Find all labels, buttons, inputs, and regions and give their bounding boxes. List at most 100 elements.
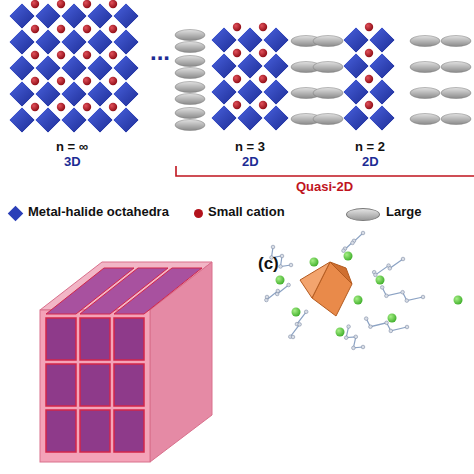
ellipsis: ... <box>150 38 170 66</box>
chain-atom <box>401 257 405 261</box>
chain-atom <box>405 299 409 303</box>
large-cation <box>441 114 471 125</box>
halide-ion <box>292 308 301 317</box>
ligand-chain <box>346 327 363 348</box>
octahedron <box>9 3 35 29</box>
halide-ion <box>354 296 363 305</box>
block-cell <box>114 364 144 406</box>
small-cation <box>233 49 241 57</box>
chain-atom <box>352 346 356 350</box>
small-cation <box>233 75 241 83</box>
halide-ion <box>376 276 385 285</box>
small-cation <box>109 103 117 111</box>
chain-atom <box>279 265 283 269</box>
octahedron <box>211 27 237 53</box>
chain-atom <box>298 323 302 327</box>
chain-atom <box>265 295 269 299</box>
n-value: n = ∞ <box>56 140 88 155</box>
panel-label: (c) <box>258 254 279 274</box>
large-cation <box>410 36 440 47</box>
large-cation <box>410 88 440 99</box>
chain-atom <box>388 267 392 271</box>
octahedron <box>343 105 369 131</box>
block-cell <box>46 410 76 452</box>
small-cation <box>109 51 117 59</box>
octahedron <box>369 79 395 105</box>
block-cell <box>46 318 76 360</box>
octahedron <box>113 29 139 55</box>
octahedron <box>35 81 61 107</box>
octahedron <box>211 53 237 79</box>
octahedron <box>113 3 139 29</box>
small-cation <box>259 49 267 57</box>
block-cell <box>80 318 110 360</box>
chain-atom <box>344 336 348 340</box>
small-cation <box>365 101 373 109</box>
octahedron <box>263 79 289 105</box>
ligand-chain <box>374 259 403 275</box>
small-cation <box>259 23 267 31</box>
small-cation <box>365 75 373 83</box>
small-cation <box>259 101 267 109</box>
octahedron <box>369 53 395 79</box>
halide-ion <box>454 296 463 305</box>
halide-ion <box>388 314 397 323</box>
halide-ion <box>276 276 285 285</box>
small-cation <box>233 101 241 109</box>
large-cation <box>410 62 440 73</box>
chain-atom <box>369 325 373 329</box>
ligand-chain <box>366 319 407 331</box>
large-cation <box>175 42 205 53</box>
block-cell <box>114 318 144 360</box>
octahedron <box>211 79 237 105</box>
halide-ion <box>344 252 353 261</box>
large-cation <box>441 88 471 99</box>
chain-atom <box>354 335 358 339</box>
chain-atom <box>289 263 293 267</box>
small-cation <box>109 25 117 33</box>
small-cation <box>365 23 373 31</box>
octahedron <box>9 107 35 133</box>
octahedron <box>237 79 263 105</box>
octahedron <box>61 29 87 55</box>
octahedron <box>369 27 395 53</box>
block-cell <box>114 410 144 452</box>
chain-atom <box>291 335 295 339</box>
chain-atom <box>280 254 284 258</box>
halide-ion <box>336 328 345 337</box>
octahedron <box>87 29 113 55</box>
small-cation <box>57 77 65 85</box>
cation-swatch <box>194 209 203 218</box>
octahedron <box>237 53 263 79</box>
large-cation <box>175 120 205 131</box>
dimension-label: 2D <box>242 155 259 170</box>
octahedron <box>113 107 139 133</box>
chain-atom <box>380 286 384 290</box>
chain-atom <box>342 249 346 253</box>
ligand-chain <box>382 287 423 300</box>
legend-text: Metal-halide octahedra <box>28 205 169 220</box>
large-cation <box>441 36 471 47</box>
chain-atom <box>361 345 365 349</box>
large-cation <box>313 88 343 99</box>
small-cation <box>365 49 373 57</box>
small-cation <box>31 103 39 111</box>
octahedron <box>61 3 87 29</box>
dimension-label: 2D <box>362 155 379 170</box>
small-cation <box>31 25 39 33</box>
small-cation <box>233 23 241 31</box>
octahedron <box>87 81 113 107</box>
octahedron <box>35 55 61 81</box>
large-cation <box>175 108 205 119</box>
large-cation <box>313 114 343 125</box>
dimension-label: 3D <box>64 155 81 170</box>
block-cell <box>46 364 76 406</box>
chain-atom <box>405 325 409 329</box>
octahedron-swatch <box>8 206 24 222</box>
chain-atom <box>304 310 308 314</box>
n-value: n = 3 <box>235 140 265 155</box>
small-cation <box>83 51 91 59</box>
small-cation <box>31 51 39 59</box>
small-cation <box>83 77 91 85</box>
